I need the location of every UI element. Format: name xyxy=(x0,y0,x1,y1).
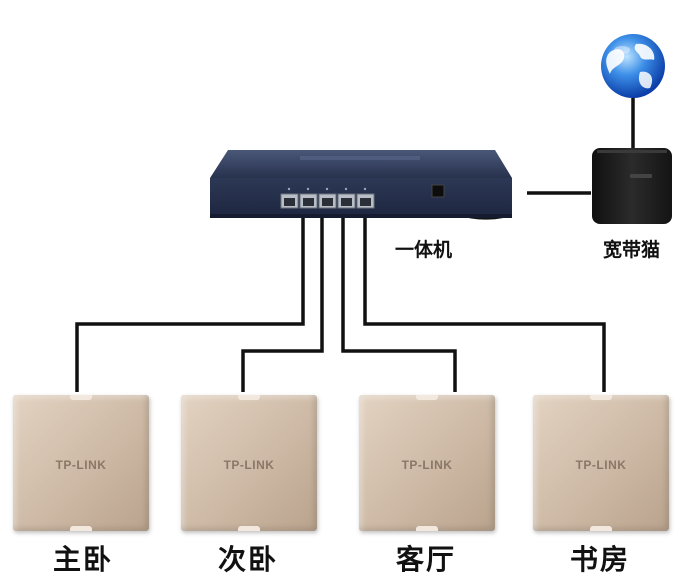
ap-brand-logo: TP-LINK xyxy=(575,458,627,472)
room-label-living-room: 客厅 xyxy=(395,543,456,576)
modem-device xyxy=(592,148,672,224)
access-point-study: TP-LINK xyxy=(533,395,669,531)
router-device xyxy=(210,150,512,218)
room-label-second-bedroom: 次卧 xyxy=(217,543,278,576)
modem-label: 宽带猫 xyxy=(603,239,661,261)
access-point-second-bedroom: TP-LINK xyxy=(181,395,317,531)
router-ports xyxy=(280,193,375,209)
router-power-port xyxy=(431,184,445,198)
room-label-study: 书房 xyxy=(569,543,630,576)
router-top-panel xyxy=(210,150,512,178)
ap-brand-logo: TP-LINK xyxy=(55,458,107,472)
access-point-living-room: TP-LINK xyxy=(359,395,495,531)
room-label-master-bedroom: 主卧 xyxy=(52,543,113,576)
cable-second-bedroom xyxy=(241,214,324,392)
cable-master-bedroom xyxy=(75,214,305,392)
cable-living-room xyxy=(341,214,457,392)
ap-brand-logo: TP-LINK xyxy=(223,458,275,472)
internet-globe-icon xyxy=(601,34,665,98)
access-point-master-bedroom: TP-LINK xyxy=(13,395,149,531)
cables xyxy=(75,98,635,392)
cable-study xyxy=(363,214,606,392)
modem-body xyxy=(592,148,672,224)
all-in-one-label: 一体机 xyxy=(395,239,453,261)
ap-brand-logo: TP-LINK xyxy=(401,458,453,472)
